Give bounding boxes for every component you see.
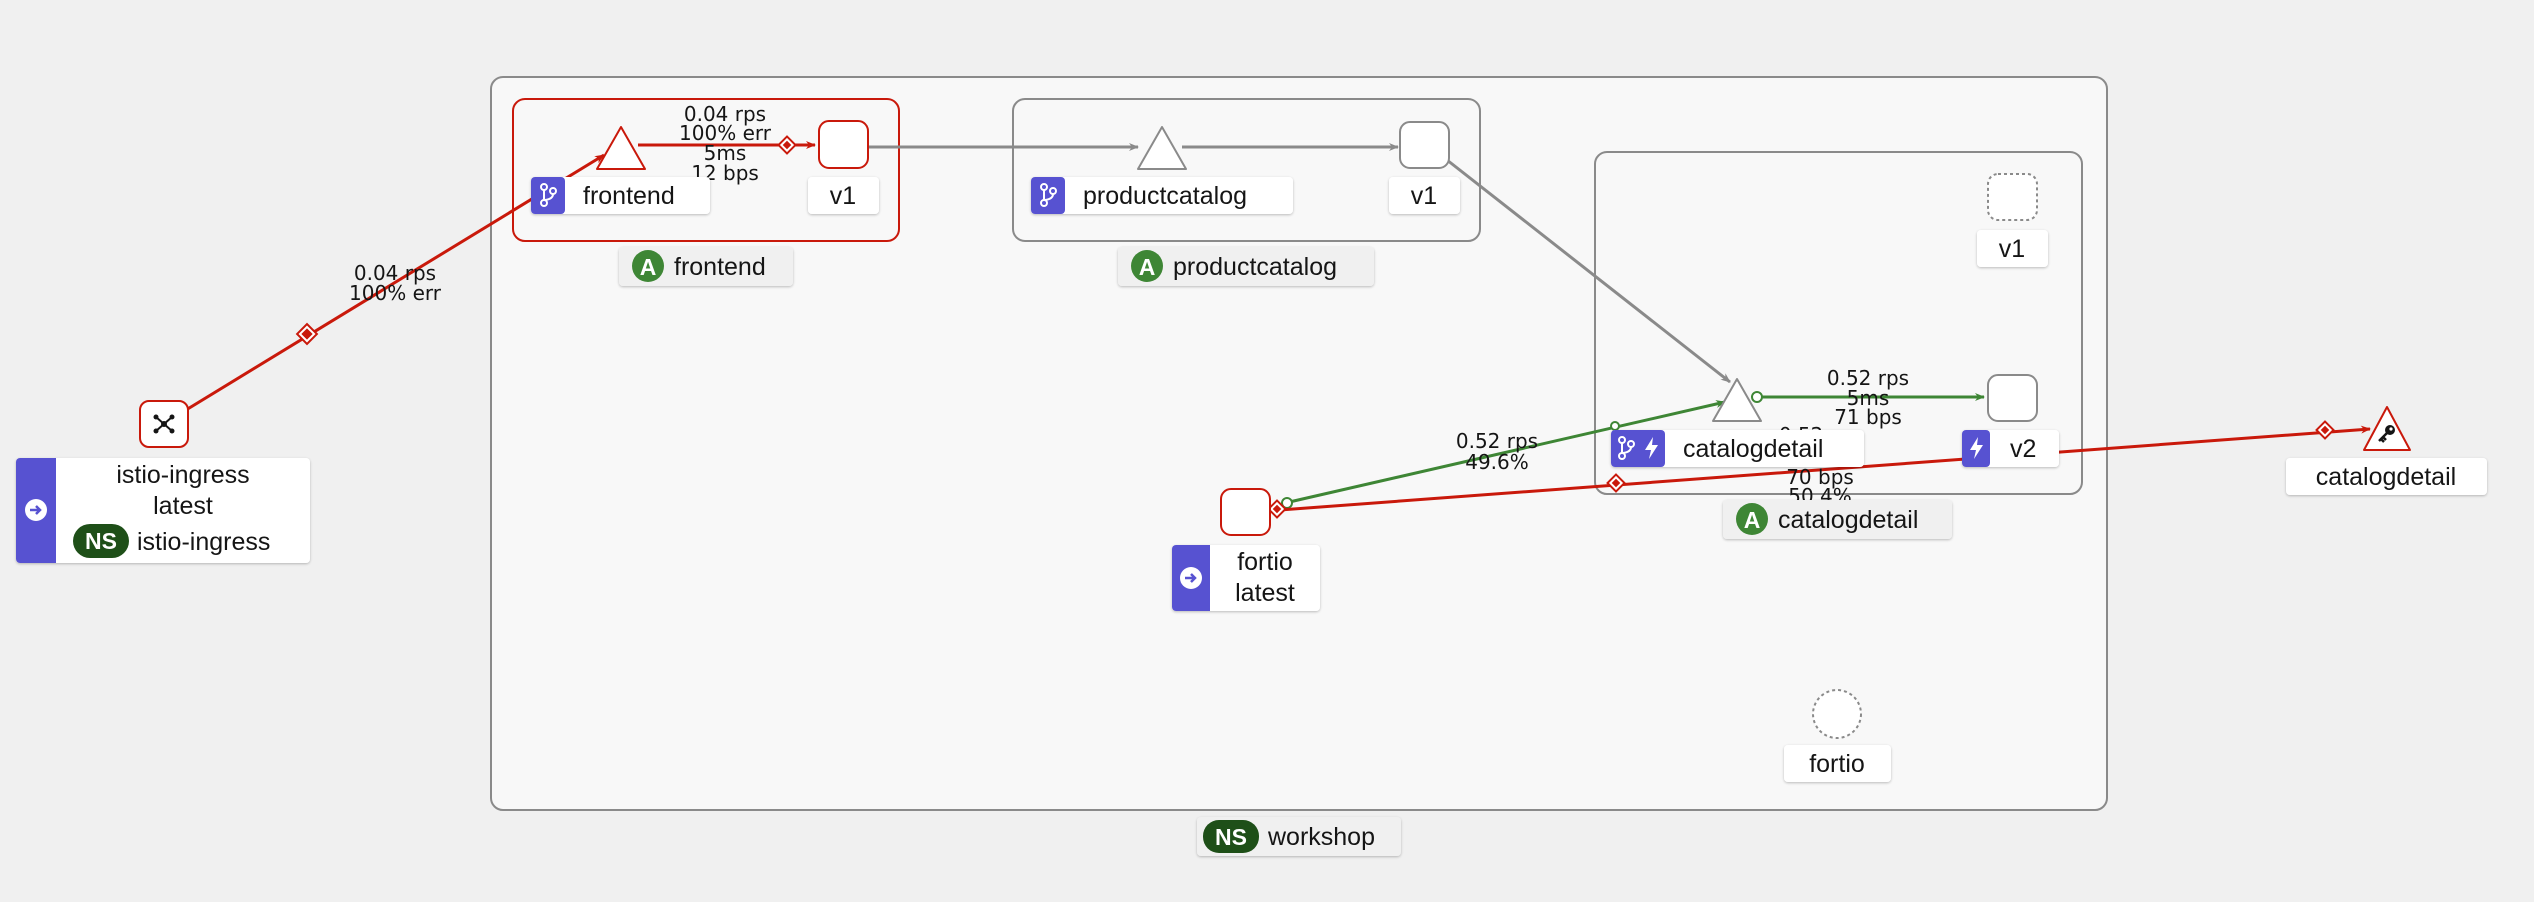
node-label-line: latest — [153, 492, 213, 520]
node-fortio-app[interactable] — [1812, 689, 1862, 739]
node-catalogdetail-external[interactable] — [2363, 406, 2411, 451]
node-label-fortio-workload[interactable]: fortio latest — [1172, 545, 1320, 611]
node-istio-ingress[interactable] — [139, 400, 189, 448]
node-label-productcatalog-service[interactable]: productcatalog — [1031, 177, 1293, 214]
key-icon — [2378, 425, 2395, 443]
edge-label-catalogdetail-to-v2: 0.52 rps 5ms 71 bps — [1827, 366, 1909, 429]
branch-icon — [540, 183, 557, 207]
app-badge — [1736, 503, 1768, 535]
edge-label-line: 0.04 rps — [354, 261, 436, 285]
node-label-text: v1 — [1999, 235, 2025, 263]
node-productcatalog-service[interactable] — [1137, 126, 1187, 170]
edge-label-line: 5ms — [1847, 386, 1890, 410]
namespace-label-text: workshop — [1267, 823, 1375, 851]
node-frontend-service[interactable] — [596, 126, 646, 170]
node-label-catalogdetail-v1[interactable]: v1 — [1977, 230, 2048, 267]
node-label-text: frontend — [583, 182, 675, 210]
node-label-fortio-app[interactable]: fortio — [1784, 745, 1891, 782]
node-label-istio-ingress[interactable]: istio-ingress latest NS istio-ingress — [16, 458, 310, 563]
edge-catalogdetail-to-v2[interactable] — [1751, 391, 1985, 403]
edge-label-line: 100% err — [679, 121, 772, 145]
node-frontend-v1[interactable] — [818, 120, 869, 169]
ns-badge — [1203, 820, 1259, 853]
node-catalogdetail-service[interactable] — [1712, 378, 1762, 422]
node-label-text: v1 — [830, 182, 856, 210]
node-label-line: latest — [1235, 579, 1295, 607]
node-productcatalog-v1[interactable] — [1399, 121, 1450, 169]
node-label-catalogdetail-v2[interactable]: v2 — [1962, 430, 2059, 467]
node-label-text: v1 — [1411, 182, 1437, 210]
edge-label-fortio-to-catalogdetail: 0.52 rps 49.6% — [1456, 429, 1538, 474]
edge-label-line: 0.52 rps — [1827, 366, 1909, 390]
node-label-text: catalogdetail — [2316, 463, 2456, 491]
node-label-text: productcatalog — [1083, 182, 1247, 210]
app-box-label-catalogdetail[interactable]: A catalogdetail — [1723, 500, 1952, 539]
edge-label-line: 0.04 rps — [684, 102, 766, 126]
app-box-label-text: frontend — [674, 253, 766, 281]
node-catalogdetail-v1[interactable] — [1987, 173, 2038, 221]
ns-label: istio-ingress — [137, 528, 270, 556]
app-badge — [1131, 250, 1163, 282]
edge-label-line: 5ms — [704, 141, 747, 165]
node-label-productcatalog-v1[interactable]: v1 — [1389, 177, 1460, 214]
arrow-right-circle-icon — [25, 499, 47, 521]
node-fortio-workload[interactable] — [1220, 488, 1271, 536]
app-badge-text: A — [640, 254, 657, 280]
bolt-icon — [1970, 437, 1983, 459]
node-label-text: fortio — [1809, 750, 1865, 778]
node-label-frontend-service[interactable]: frontend — [531, 177, 710, 214]
app-box-productcatalog[interactable] — [1012, 98, 1481, 242]
edge-label-line: 70 bps — [1786, 465, 1854, 489]
ns-badge-text: NS — [85, 528, 117, 554]
edge-frontend-to-v1[interactable] — [638, 135, 816, 155]
arrow-right-circle-icon — [1180, 567, 1202, 589]
edge-fortio-to-catalogdetail-external[interactable] — [1267, 420, 2371, 519]
edge-fortio-to-catalogdetail[interactable] — [1281, 400, 1726, 509]
app-box-label-frontend[interactable]: A frontend — [619, 247, 793, 286]
edge-productcatalog-v1-to-catalogdetail[interactable] — [1446, 158, 1731, 384]
ns-badge — [73, 524, 129, 558]
edge-label-line: 49.6% — [1465, 450, 1529, 474]
node-label-text: catalogdetail — [1683, 435, 1823, 463]
node-label-catalogdetail-external[interactable]: catalogdetail — [2286, 458, 2487, 495]
app-badge-text: A — [1139, 254, 1156, 280]
bolt-icon — [1645, 437, 1658, 459]
branch-icon — [1040, 183, 1057, 207]
node-label-line: fortio — [1237, 548, 1293, 576]
app-box-catalogdetail[interactable] — [1594, 151, 2083, 495]
edge-label-frontend-to-v1: 0.04 rps 100% err 5ms 12 bps — [679, 102, 772, 185]
app-box-label-text: catalogdetail — [1778, 506, 1918, 534]
node-label-line: istio-ingress — [116, 461, 249, 489]
app-box-label-text: productcatalog — [1173, 253, 1337, 281]
ingress-gateway-icon — [153, 414, 175, 434]
edge-label-line: 0.52 rps — [1456, 429, 1538, 453]
app-box-label-productcatalog[interactable]: A productcatalog — [1118, 247, 1374, 286]
namespace-box-label-workshop[interactable]: NS workshop — [1197, 817, 1401, 856]
node-label-catalogdetail-service[interactable]: catalogdetail — [1611, 430, 1864, 467]
node-label-frontend-v1[interactable]: v1 — [808, 177, 879, 214]
node-catalogdetail-v2[interactable] — [1987, 374, 2038, 422]
app-badge — [632, 250, 664, 282]
branch-icon — [1618, 436, 1635, 460]
ns-badge-text: NS — [1215, 824, 1247, 850]
node-label-text: v2 — [2010, 435, 2036, 463]
edge-label-ingress-to-frontend: 0.04 rps 100% err — [349, 261, 442, 305]
app-badge-text: A — [1744, 507, 1761, 533]
edge-label-line: 71 bps — [1834, 405, 1902, 429]
edge-label-line: 100% err — [349, 281, 442, 305]
